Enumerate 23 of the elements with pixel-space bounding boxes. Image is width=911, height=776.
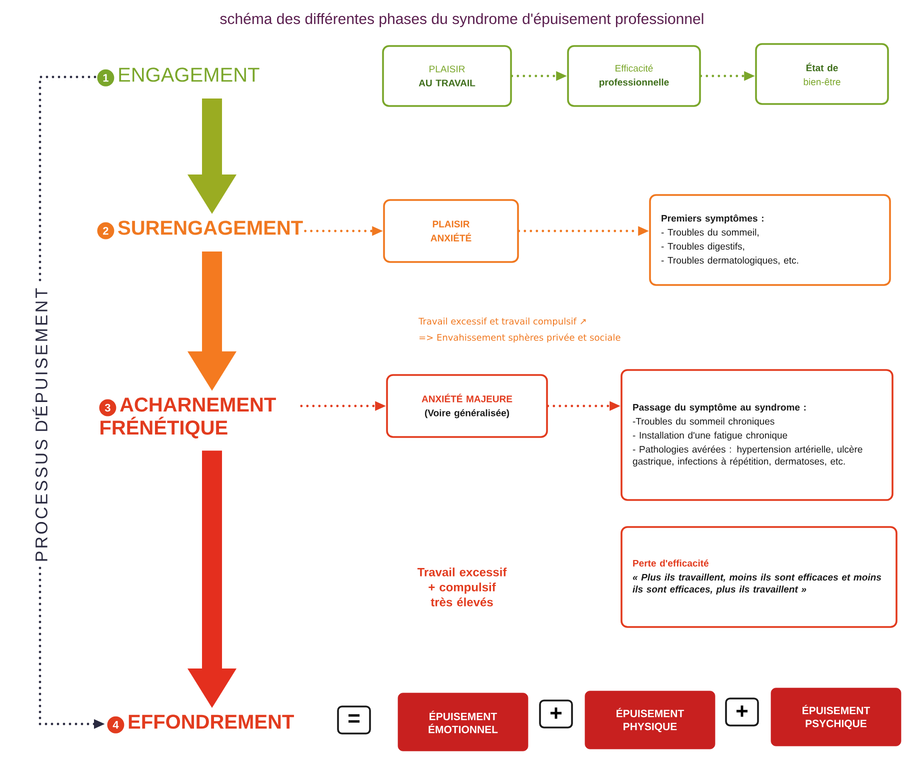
edge-label: PROCESSUS D'ÉPUISEMENT (28, 284, 52, 566)
text-box: PLAISIR AU TRAVAIL (382, 45, 512, 107)
phase-label: 1 ENGAGEMENT (97, 68, 260, 86)
result-box: ÉPUISEMENT PSYCHIQUE (770, 688, 902, 746)
text-box: Efficacité professionnelle (567, 45, 701, 107)
result-box: ÉPUISEMENT PHYSIQUE (584, 690, 716, 750)
operator-box: + (725, 698, 759, 726)
note-text: Travail excessif et travail compulsif ↗ (418, 318, 586, 326)
operator-box: + (539, 700, 573, 728)
phase-label: 4 EFFONDREMENT (107, 714, 294, 734)
phase-label: 3 ACHARNEMENT FRÉNÉTIQUE (99, 398, 276, 438)
text-box: Perte d'efficacité « Plus ils travaillent, moins ils sont efficaces et moins ils sont efficaces, plus ils travaillent » (620, 526, 898, 628)
phase-label: 2 SURENGAGEMENT (97, 220, 303, 240)
note-text: => Envahissement sphères privée et sociale (420, 333, 620, 343)
result-box: ÉPUISEMENT ÉMOTIONNEL (398, 692, 528, 752)
operator-box: = (337, 706, 371, 734)
text-box: PLAISIR ANXIÉTÉ (383, 199, 519, 263)
text-box: Passage du symptôme au syndrome : -Troubles du sommeil chroniques - Installation d'une fatigue chronique - Pathologies avérées : hypertension artérielle, ulcère gastrique, infections à répétition, dermatoses, etc. (620, 369, 894, 501)
title: schéma des différentes phases du syndrome d'épuisement professionnel (220, 12, 704, 28)
note-text: Travail excessif + compulsif très élevés (417, 568, 507, 606)
text-box: État de bien-être (755, 43, 889, 105)
text-box: ANXIÉTÉ MAJEURE (Voire généralisée) (386, 374, 548, 438)
text-box: Premiers symptômes : - Troubles du sommeil, - Troubles digestifs, - Troubles dermatologiques, etc. (649, 194, 891, 286)
